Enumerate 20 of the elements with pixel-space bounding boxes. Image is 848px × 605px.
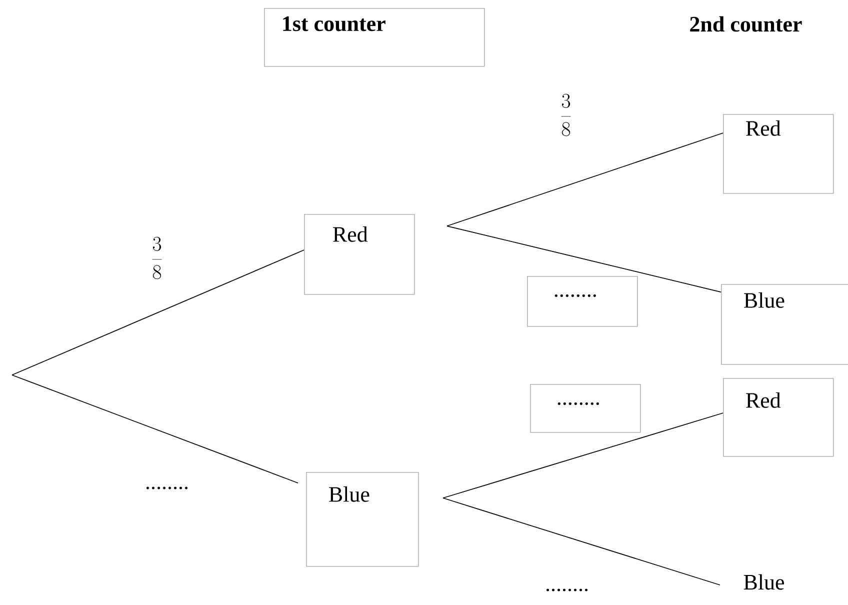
answer-box: ........ <box>530 384 641 433</box>
answer-box: ........ <box>527 276 638 327</box>
tree-branch <box>12 250 304 376</box>
tree-branch <box>442 498 720 586</box>
tree-box: Red <box>304 214 415 295</box>
edge-label: ........ <box>544 588 590 592</box>
outcome-label: Blue <box>744 574 784 590</box>
fraction-label: $\frac{3}{8}$ <box>559 93 573 137</box>
tree-box: Red <box>723 378 834 457</box>
edge-label: ........ <box>144 486 190 490</box>
tree-box: Blue <box>721 284 848 365</box>
heading-box: 1st counter <box>264 8 485 67</box>
heading-label: 2nd counter <box>690 16 802 32</box>
tree-branch <box>442 412 724 498</box>
tree-branch <box>12 374 298 484</box>
tree-box: Blue <box>306 472 419 567</box>
tree-branch <box>446 226 722 292</box>
tree-box: Red <box>723 114 834 194</box>
fraction-label: $\frac{3}{8}$ <box>150 236 164 280</box>
tree-branch <box>446 132 724 226</box>
